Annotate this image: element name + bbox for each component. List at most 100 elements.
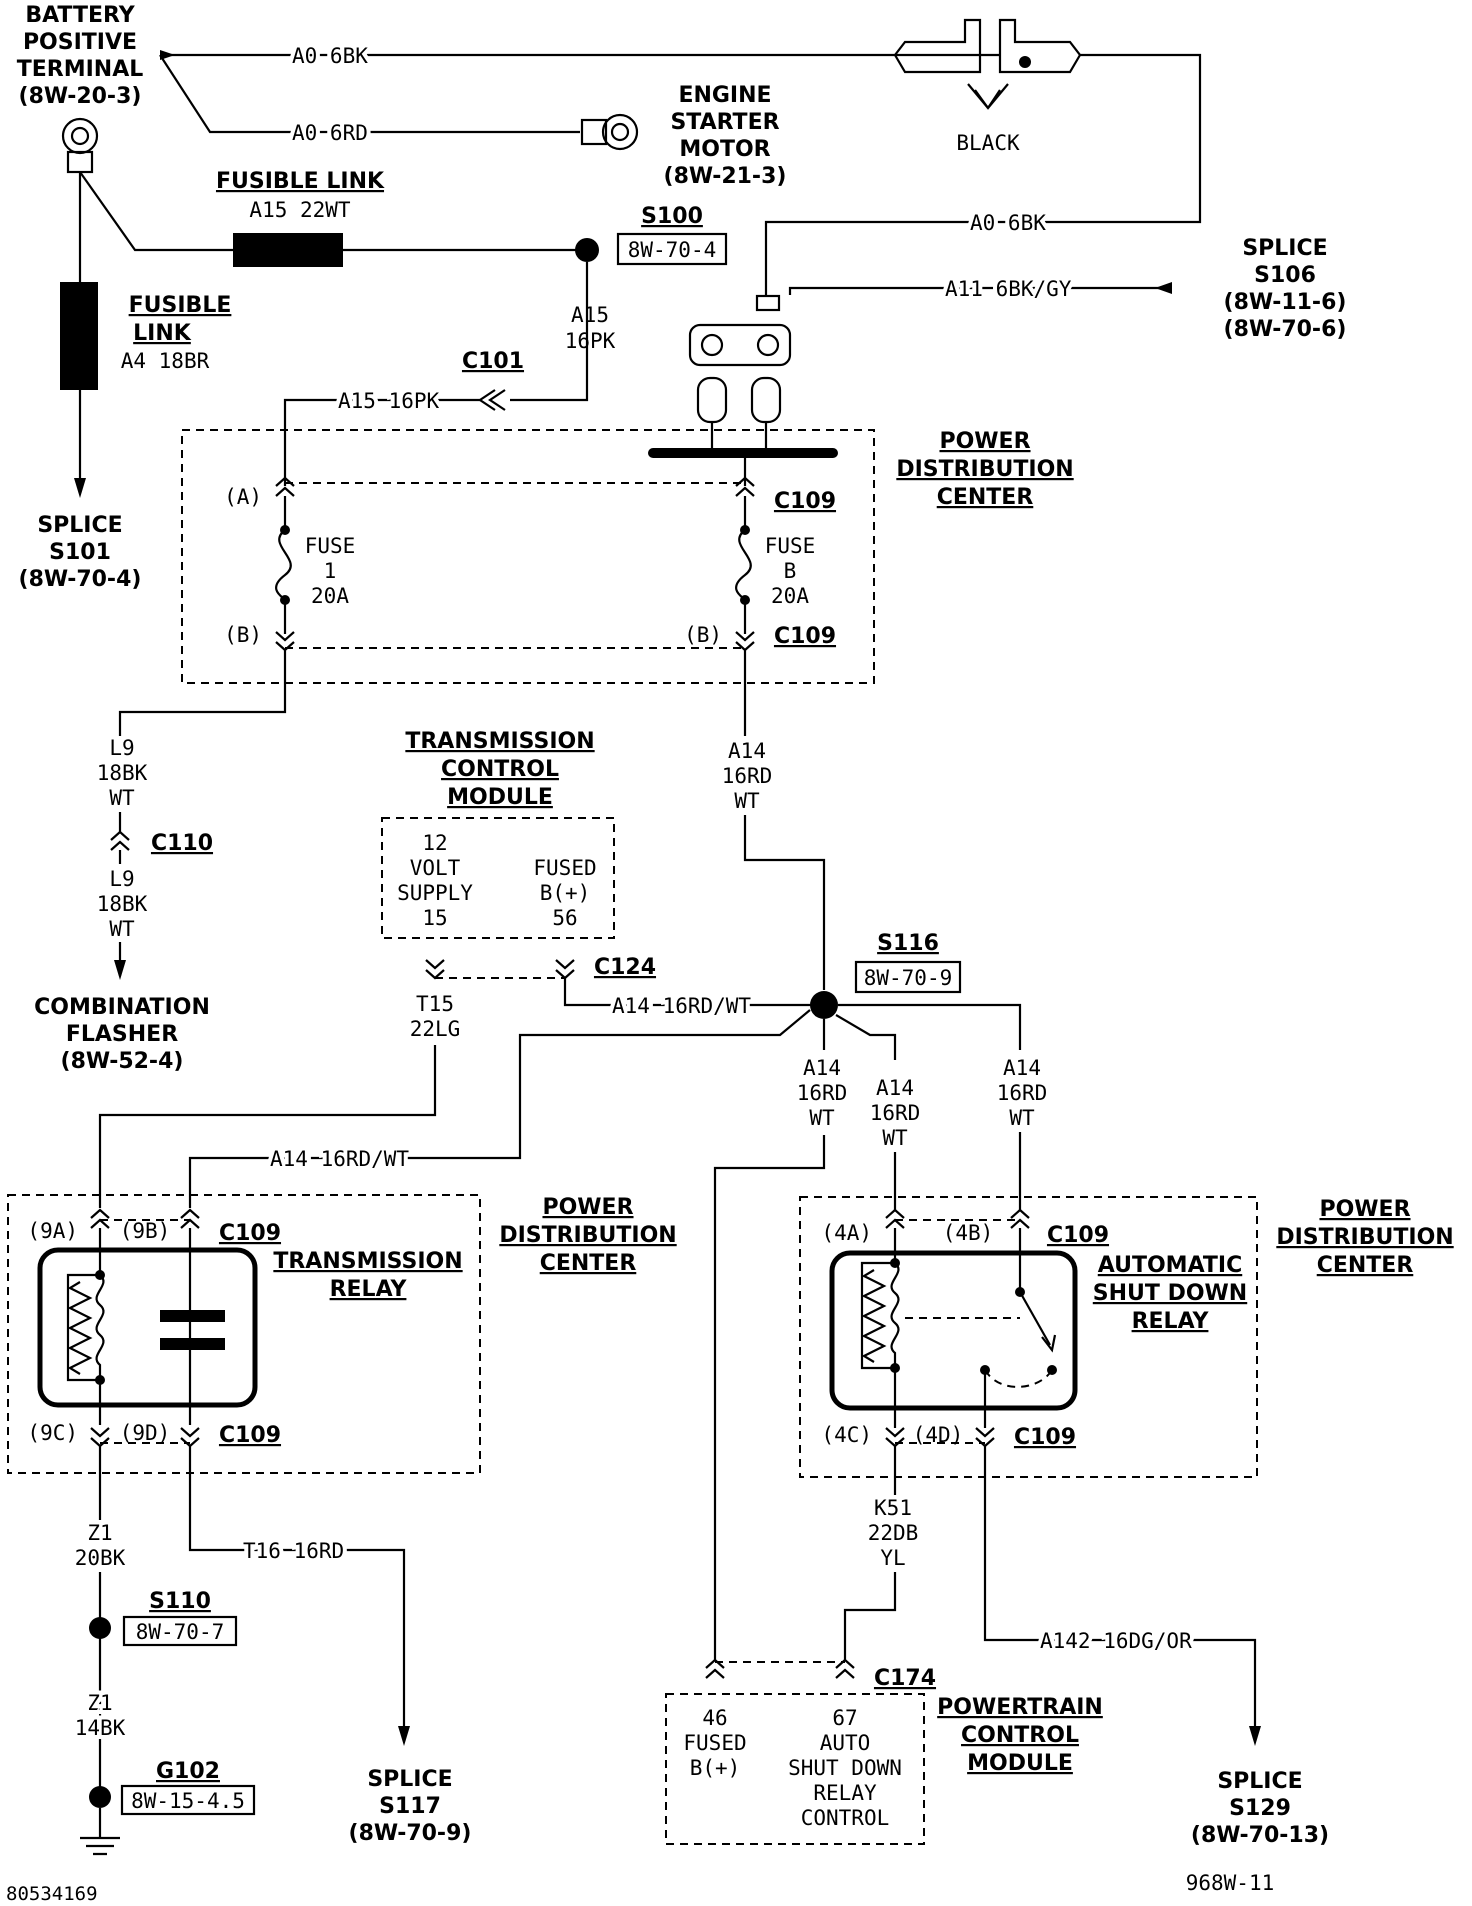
svg-text:16RD: 16RD bbox=[997, 1081, 1048, 1105]
wire-a0-6rd: A0 6RD bbox=[292, 121, 368, 145]
svg-text:18BK: 18BK bbox=[97, 761, 148, 785]
splice-s129-label: SPLICE S129 (8W-70-13) bbox=[1191, 1769, 1329, 1848]
svg-text:B(+): B(+) bbox=[690, 1756, 741, 1780]
svg-text:G102: G102 bbox=[156, 1759, 220, 1784]
svg-text:LINK: LINK bbox=[133, 321, 192, 346]
svg-text:POWER: POWER bbox=[939, 429, 1030, 454]
wire-a0-6bk-top: A0 6BK bbox=[292, 44, 368, 68]
svg-text:(8W-20-3): (8W-20-3) bbox=[19, 84, 142, 109]
svg-text:22LG: 22LG bbox=[410, 1017, 461, 1041]
svg-text:BATTERY: BATTERY bbox=[25, 3, 135, 28]
pcm-box bbox=[665, 1693, 925, 1845]
svg-text:A4 18BR: A4 18BR bbox=[121, 349, 210, 373]
svg-text:K51: K51 bbox=[874, 1496, 912, 1520]
svg-text:A14: A14 bbox=[876, 1076, 914, 1100]
wire-a14-to-trans-relay: A14 16RD/WT bbox=[270, 1147, 409, 1171]
svg-text:POWER: POWER bbox=[1319, 1197, 1410, 1222]
svg-text:C109: C109 bbox=[774, 489, 836, 514]
svg-text:POWER: POWER bbox=[542, 1195, 633, 1220]
svg-text:WT: WT bbox=[109, 917, 135, 941]
svg-text:S100: S100 bbox=[641, 204, 703, 229]
svg-text:SPLICE: SPLICE bbox=[37, 513, 122, 538]
svg-text:A14: A14 bbox=[803, 1056, 841, 1080]
svg-text:TRANSMISSION: TRANSMISSION bbox=[273, 1249, 462, 1274]
svg-text:AUTOMATIC: AUTOMATIC bbox=[1098, 1253, 1242, 1278]
connector-c101: C101 bbox=[462, 349, 524, 411]
svg-text:20BK: 20BK bbox=[75, 1546, 126, 1570]
svg-text:CONTROL: CONTROL bbox=[441, 757, 559, 782]
svg-text:FUSE: FUSE bbox=[305, 534, 356, 558]
powertrain-control-module-label: POWERTRAIN CONTROL MODULE bbox=[937, 1695, 1103, 1776]
svg-text:SPLICE: SPLICE bbox=[367, 1767, 452, 1792]
svg-text:8W-70-9: 8W-70-9 bbox=[864, 966, 953, 990]
svg-text:(4C): (4C) bbox=[821, 1423, 872, 1447]
svg-text:14BK: 14BK bbox=[75, 1716, 126, 1740]
fusible-link-left-body bbox=[60, 282, 98, 390]
splice-s100: S100 8W-70-4 bbox=[616, 204, 728, 266]
svg-text:Z1: Z1 bbox=[87, 1691, 112, 1715]
tcm-box bbox=[381, 817, 615, 939]
fusible-link-left: FUSIBLE LINK A4 18BR bbox=[121, 293, 232, 373]
svg-text:RELAY: RELAY bbox=[330, 1277, 408, 1302]
wire-a15-16pk: A15 16PK bbox=[338, 389, 440, 413]
svg-text:S106: S106 bbox=[1254, 263, 1316, 288]
svg-text:CENTER: CENTER bbox=[1317, 1253, 1414, 1278]
diagram-id: 968W-11 bbox=[1186, 1871, 1275, 1895]
splice-s110: S110 8W-70-7 bbox=[122, 1589, 238, 1647]
fuse-1: (A) (B) FUSE 1 20A bbox=[224, 476, 356, 652]
svg-text:CENTER: CENTER bbox=[937, 485, 1034, 510]
transmission-relay: TRANSMISSION RELAY bbox=[37, 1228, 463, 1425]
svg-text:(9D): (9D) bbox=[120, 1421, 171, 1445]
svg-text:S117: S117 bbox=[379, 1794, 441, 1819]
splice-s110-dot bbox=[89, 1617, 111, 1639]
svg-text:SUPPLY: SUPPLY bbox=[397, 881, 473, 905]
splice-s106-label: SPLICE S106 (8W-11-6) (8W-70-6) bbox=[1224, 236, 1347, 342]
pdc-upper-label: POWER DISTRIBUTION CENTER bbox=[896, 429, 1073, 510]
svg-text:56: 56 bbox=[552, 906, 577, 930]
svg-text:STARTER: STARTER bbox=[670, 110, 779, 135]
svg-text:16PK: 16PK bbox=[565, 329, 616, 353]
wire-a14-to-tcm: A14 16RD/WT bbox=[612, 994, 751, 1018]
battery-positive-terminal: BATTERY POSITIVE TERMINAL (8W-20-3) bbox=[17, 3, 143, 174]
svg-text:SHUT DOWN: SHUT DOWN bbox=[1093, 1281, 1247, 1306]
engine-starter-motor: ENGINE STARTER MOTOR (8W-21-3) bbox=[580, 83, 786, 189]
svg-text:S101: S101 bbox=[49, 540, 111, 565]
svg-text:C109: C109 bbox=[1014, 1425, 1076, 1450]
svg-text:CONTROL: CONTROL bbox=[801, 1806, 890, 1830]
svg-text:CONTROL: CONTROL bbox=[961, 1723, 1079, 1748]
splice-s116-dot bbox=[810, 991, 838, 1019]
svg-text:YL: YL bbox=[880, 1546, 905, 1570]
svg-text:46: 46 bbox=[702, 1706, 727, 1730]
image-code: 80534169 bbox=[6, 1883, 98, 1905]
svg-text:L9: L9 bbox=[109, 736, 134, 760]
svg-text:SPLICE: SPLICE bbox=[1217, 1769, 1302, 1794]
svg-text:C109: C109 bbox=[219, 1423, 281, 1448]
svg-text:8W-70-4: 8W-70-4 bbox=[628, 238, 717, 262]
svg-text:S116: S116 bbox=[877, 931, 939, 956]
svg-text:C109: C109 bbox=[219, 1221, 281, 1246]
svg-text:Z1: Z1 bbox=[87, 1521, 112, 1545]
black-connector: BLACK bbox=[893, 18, 1082, 155]
svg-text:BLACK: BLACK bbox=[956, 131, 1020, 155]
svg-text:FUSED: FUSED bbox=[533, 856, 596, 880]
svg-text:22DB: 22DB bbox=[868, 1521, 919, 1545]
svg-text:67: 67 bbox=[832, 1706, 857, 1730]
svg-text:SHUT DOWN: SHUT DOWN bbox=[788, 1756, 902, 1780]
svg-text:S129: S129 bbox=[1229, 1796, 1291, 1821]
wire-a142: A142 16DG/OR bbox=[1040, 1629, 1192, 1653]
svg-text:POWERTRAIN: POWERTRAIN bbox=[937, 1695, 1103, 1720]
svg-text:ENGINE: ENGINE bbox=[678, 83, 771, 108]
combination-flasher-label: COMBINATION FLASHER (8W-52-4) bbox=[34, 995, 210, 1074]
connector-c124: C124 bbox=[594, 955, 656, 980]
svg-text:16RD: 16RD bbox=[797, 1081, 848, 1105]
pdc-lower-left-box bbox=[7, 1194, 481, 1474]
pdc-lower-right-label: POWER DISTRIBUTION CENTER bbox=[1276, 1197, 1453, 1278]
svg-text:VOLT: VOLT bbox=[410, 856, 461, 880]
svg-text:A14: A14 bbox=[1003, 1056, 1041, 1080]
svg-text:RELAY: RELAY bbox=[813, 1781, 877, 1805]
svg-text:(8W-70-6): (8W-70-6) bbox=[1224, 317, 1347, 342]
wire-a0-6bk-right: A0 6BK bbox=[970, 211, 1046, 235]
svg-text:C110: C110 bbox=[151, 831, 213, 856]
svg-text:POSITIVE: POSITIVE bbox=[23, 30, 137, 55]
